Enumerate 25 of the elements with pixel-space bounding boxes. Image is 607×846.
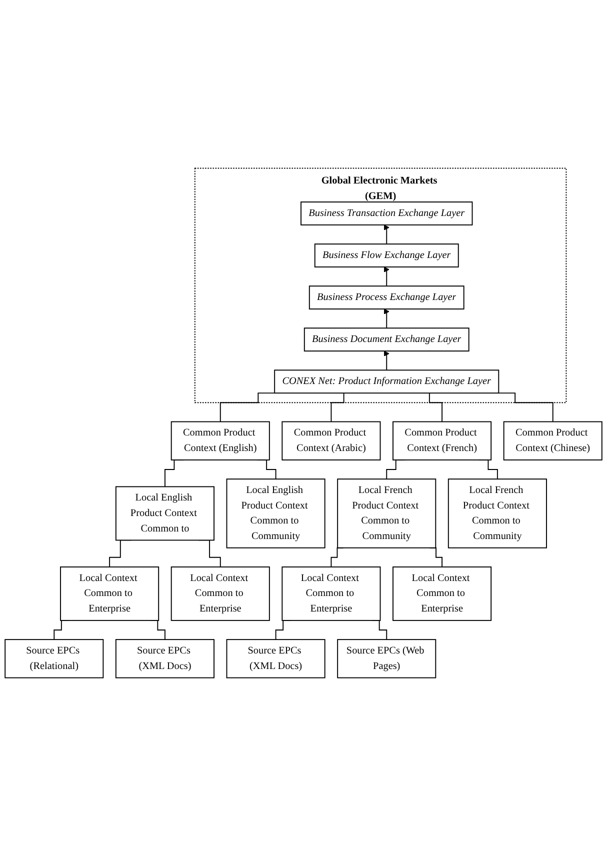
- node-box: Common Product Context (Arabic): [282, 421, 381, 460]
- node-box: Local English Product Context Common to Community: [226, 478, 326, 548]
- node-box: CONEX Net: Product Information Exchange Layer: [274, 370, 500, 394]
- node-box: Business Flow Exchange Layer: [314, 244, 459, 268]
- node-box: Source EPCs (Web Pages): [337, 639, 436, 678]
- node-box: Local Context Common to Enterprise: [392, 566, 492, 621]
- node-box: Common Product Context (Chinese): [503, 421, 602, 460]
- node-box: Common Product Context (English): [170, 421, 270, 460]
- node-box: Business Process Exchange Layer: [308, 286, 464, 310]
- node-box: Local French Product Context Common to Community: [448, 478, 547, 548]
- node-box: Local English Product Context Common to: [115, 486, 214, 541]
- node-box: Local Context Common to Enterprise: [170, 566, 270, 621]
- node-box: Source EPCs (XML Docs): [115, 639, 214, 678]
- node-box: Business Document Exchange Layer: [304, 328, 470, 352]
- node-box: Business Transaction Exchange Layer: [300, 202, 473, 226]
- node-box: Local Context Common to Enterprise: [282, 566, 381, 621]
- node-box: Local Context Common to Enterprise: [60, 566, 160, 621]
- node-box: Source EPCs (Relational): [4, 639, 104, 678]
- node-box: Local French Product Context Common to Community: [337, 478, 436, 548]
- arrow: [384, 224, 390, 244]
- arrow: [384, 350, 390, 371]
- arrow: [384, 308, 390, 329]
- node-box: Source EPCs (XML Docs): [226, 639, 326, 678]
- arrow: [384, 266, 390, 287]
- node-box: Common Product Context (French): [392, 421, 492, 460]
